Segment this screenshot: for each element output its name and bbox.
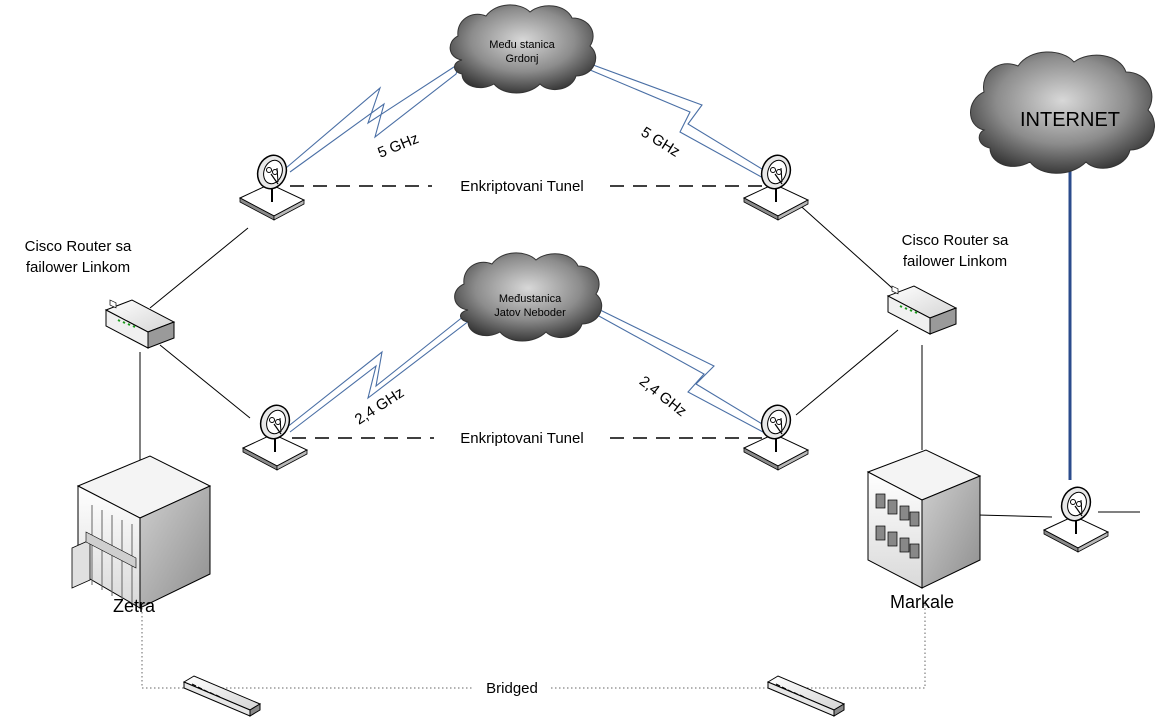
cloud-grdonj: Među stanica Grdonj: [449, 4, 597, 94]
wireless-zigzag-bottom-right: [587, 304, 783, 441]
router-right-label-line2: failower Linkom: [903, 253, 1007, 270]
tunnels: [290, 185, 770, 439]
freq-bottom-left: 2,4 GHz: [352, 384, 407, 428]
wireless-links: [285, 61, 783, 441]
router-right-label-line1: Cisco Router sa: [902, 232, 1009, 249]
cloud-internet-label: INTERNET: [1020, 109, 1120, 131]
wireless-zigzag-top-right: [582, 61, 781, 186]
cloud-jatov-line1: Međustanica: [499, 293, 562, 305]
site-markale-label: Markale: [890, 592, 954, 612]
router-left-label-line1: Cisco Router sa: [25, 238, 132, 255]
cloud-grdonj-shape: [449, 4, 597, 94]
dish-bottom-left-icon[interactable]: [242, 400, 308, 471]
link-right-router-bottom-dish: [795, 329, 899, 416]
cloud-jatov-line2: Jatov Neboder: [494, 307, 566, 319]
cloud-jatov-shape: [454, 252, 603, 342]
bridged-label: Bridged: [486, 680, 538, 697]
cloud-internet: INTERNET: [970, 51, 1155, 174]
dish-internet-icon[interactable]: [1043, 482, 1109, 553]
router-left-icon[interactable]: [105, 299, 175, 349]
link-left-router-top-dish: [149, 227, 249, 309]
link-left-router-bottom-dish: [159, 344, 251, 419]
zetra-building-icon[interactable]: [71, 455, 212, 609]
freq-top-right: 5 GHz: [638, 124, 683, 161]
tunnel-top-label: Enkriptovani Tunel: [460, 178, 583, 195]
link-markale-internet-dish: [977, 514, 1053, 518]
tunnel-bottom-label: Enkriptovani Tunel: [460, 430, 583, 447]
freq-top-left: 5 GHz: [375, 130, 421, 162]
router-right-icon[interactable]: [887, 285, 957, 335]
cloud-grdonj-line1: Među stanica: [489, 39, 555, 51]
cloud-grdonj-line2: Grdonj: [505, 53, 538, 65]
markale-building-icon[interactable]: [866, 449, 982, 589]
link-right-top-dish-router: [793, 199, 901, 296]
cloud-internet-shape: [970, 51, 1155, 174]
switch-right-icon[interactable]: [767, 675, 845, 717]
dish-bottom-right-icon[interactable]: [743, 400, 809, 471]
wired-links: [139, 199, 1140, 518]
router-left-label-line2: failower Linkom: [26, 259, 130, 276]
wireless-zigzag-top-left: [285, 61, 462, 173]
bridged-link: [141, 520, 926, 689]
cloud-jatov: Međustanica Jatov Neboder: [454, 252, 603, 342]
bridged-line-right: [551, 600, 926, 689]
site-zetra-label: Zetra: [113, 596, 156, 616]
freq-bottom-right: 2,4 GHz: [636, 373, 690, 420]
switch-left-icon[interactable]: [183, 675, 261, 717]
